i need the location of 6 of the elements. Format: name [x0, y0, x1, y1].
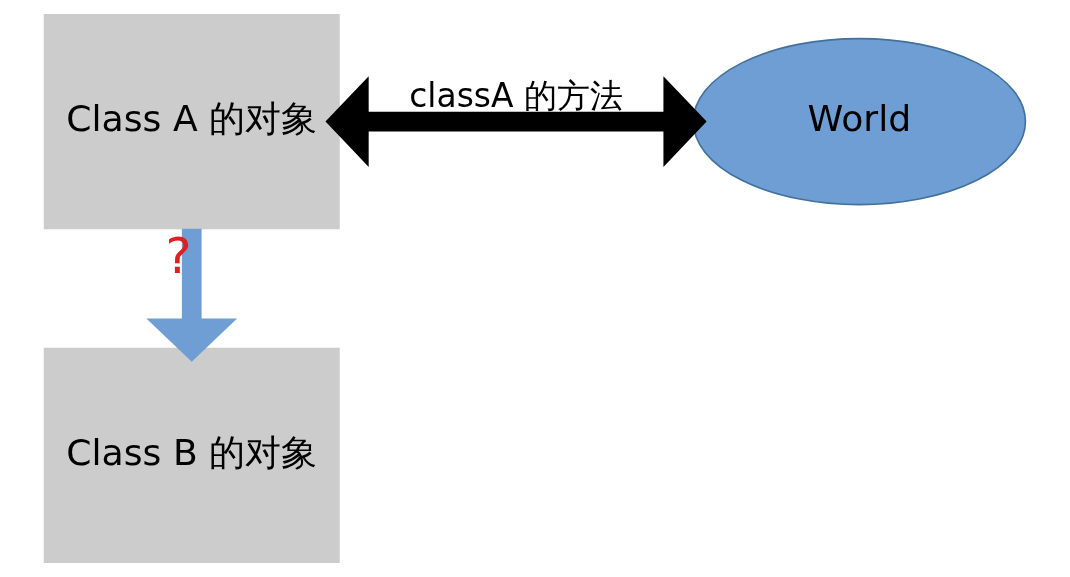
- edge-label: classA 的方法: [409, 75, 623, 115]
- node-ellipse: World: [692, 37, 1027, 206]
- arrow: [325, 76, 707, 167]
- node-box: Class A 的对象: [43, 13, 340, 230]
- arrow: [146, 228, 238, 362]
- node-box: Class B 的对象: [43, 347, 340, 564]
